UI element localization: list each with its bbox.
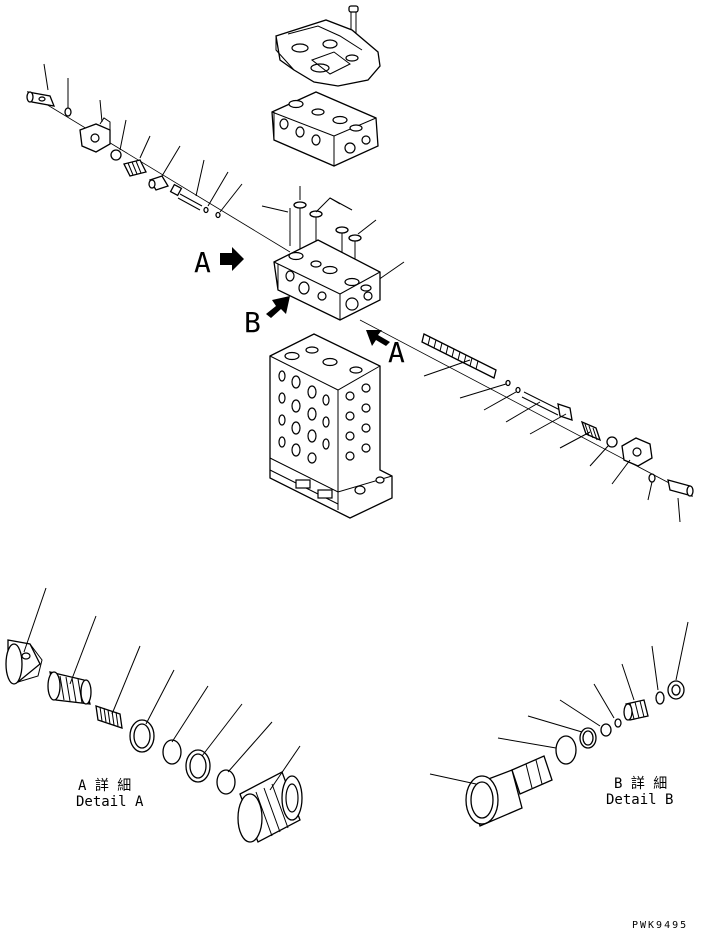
detail-b-cap <box>667 680 685 700</box>
middle-valve-section <box>273 239 381 321</box>
lower-valve-stack <box>269 333 393 519</box>
plug-bolt-upper-left <box>26 91 56 107</box>
upper-valve-section <box>271 91 379 167</box>
detail-a-caption-en: Detail A <box>76 794 144 810</box>
detail-b-caption-en: Detail B <box>606 792 673 808</box>
o-ring-upper-left <box>110 149 122 161</box>
detail-b-ball <box>614 718 622 728</box>
detail-b-leader-lines <box>429 621 689 785</box>
view-label-b: B <box>244 306 261 339</box>
stopper-rod-right <box>521 391 573 421</box>
stopper-rod-upper-left <box>169 183 203 211</box>
o-ring-right <box>606 436 618 448</box>
spring-seat-upper-left <box>148 175 169 191</box>
detail-b-ring <box>579 727 597 749</box>
view-arrow-a-right: A <box>366 330 405 369</box>
spool-right <box>421 333 497 379</box>
detail-a-o-ring-1 <box>162 739 182 765</box>
view-arrow-a-left: A <box>194 246 244 279</box>
detail-b-parts <box>465 680 685 827</box>
detail-b-sleeve <box>465 755 553 827</box>
detail-a-caption-jp: A 詳 細 <box>78 778 131 794</box>
detail-a-parts <box>5 639 303 843</box>
drawing-code: PWK9495 <box>632 920 688 931</box>
seals-on-middle-section <box>261 186 405 281</box>
detail-a-ring-1 <box>129 719 155 753</box>
detail-a-o-ring-2 <box>216 769 236 795</box>
washer-right <box>648 473 656 483</box>
washer-upper-left <box>64 107 72 117</box>
detail-a-leader-lines <box>23 587 301 791</box>
small-ring-upper-left <box>215 211 221 219</box>
plug-bolt-right <box>667 479 694 497</box>
view-label-a-right: A <box>388 336 405 369</box>
detail-b-o-ring-1 <box>555 735 577 765</box>
detail-b-spring <box>623 699 649 721</box>
top-cover-plate <box>275 19 381 87</box>
spring-right <box>580 420 602 442</box>
cover-flange-upper-left <box>79 117 111 153</box>
cover-flange-right <box>621 437 653 467</box>
detail-a-ring-2 <box>185 749 211 783</box>
detail-b-o-ring-2 <box>600 723 612 737</box>
detail-a-sleeve <box>237 771 303 843</box>
view-label-a: A <box>194 246 211 279</box>
small-ring-right <box>515 386 521 394</box>
detail-a-valve-seat <box>47 671 92 705</box>
detail-a-spring <box>95 705 123 729</box>
detail-b-caption-jp: B 詳 細 <box>614 776 667 792</box>
ball-upper-left <box>203 206 209 214</box>
leader-lines-right <box>423 359 681 523</box>
spring-upper-left <box>123 159 147 177</box>
detail-b-o-ring-3 <box>655 691 665 705</box>
ball-right <box>505 379 511 387</box>
leader-lines-upper-left <box>43 63 243 213</box>
detail-a-plug <box>5 639 43 685</box>
view-arrow-b: B <box>244 296 290 339</box>
